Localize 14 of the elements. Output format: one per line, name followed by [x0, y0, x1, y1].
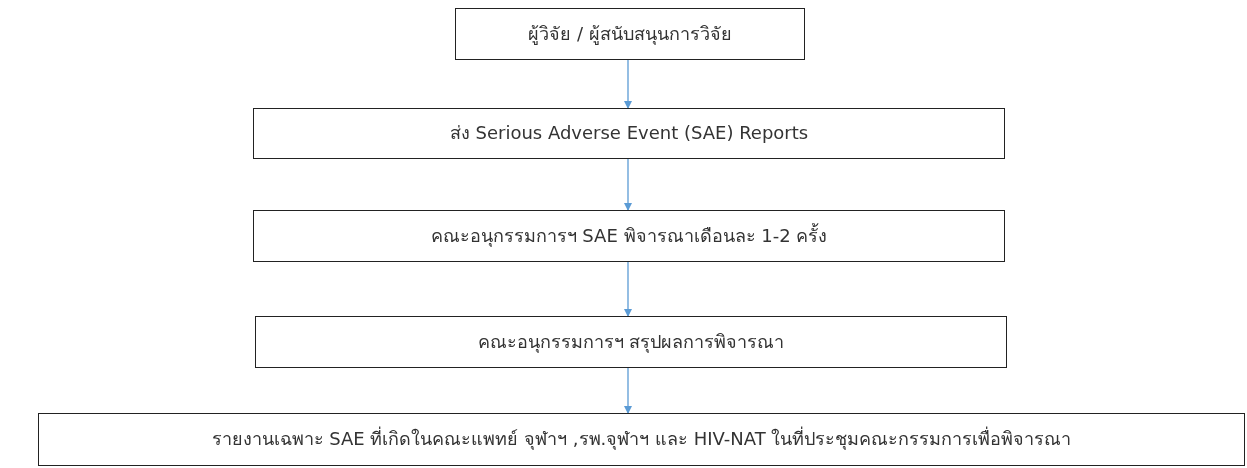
arrow: [624, 158, 632, 211]
process-box: [253, 108, 1005, 159]
box-text: ส่ง Serious Adverse Event (SAE) Reports: [449, 122, 809, 145]
box-text: รายงานเฉพาะ SAE ที่เกิดในคณะแพทย์ จุฬาฯ ,รพ.จุฬาฯ และ HIV-NAT ในที่ประชุมคณะกรรมการเพื่อพิจารณา: [211, 428, 1072, 451]
arrow: [624, 367, 632, 414]
arrow: [624, 59, 632, 109]
box-text: คณะอนุกรรมการฯ สรุปผลการพิจารณา: [477, 330, 785, 354]
box-text: ผู้วิจัย / ผู้สนับสนุนการวิจัย: [528, 22, 732, 46]
process-box: [455, 8, 805, 60]
process-box: [38, 413, 1245, 466]
process-box: [255, 316, 1007, 368]
box-text: คณะอนุกรรมการฯ SAE พิจารณาเดือนละ 1-2 ครั้ง: [430, 224, 828, 248]
process-box: [253, 210, 1005, 262]
arrow: [624, 261, 632, 317]
